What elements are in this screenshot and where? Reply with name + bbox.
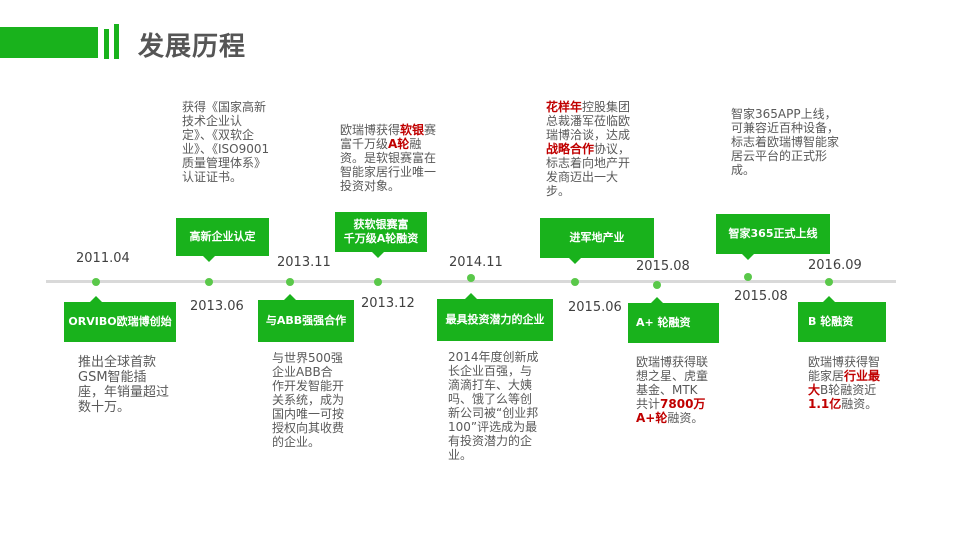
event-description: 智家365APP上线，可兼容近百种设备，标志着欧瑞博智能家居云平台的正式形成。 xyxy=(731,107,840,177)
event-tag: ORVIBO欧瑞博创始 xyxy=(64,302,176,342)
timeline-dot xyxy=(653,281,661,289)
event-description: 欧瑞博获得智能家居行业最大B轮融资近1.1亿融资。 xyxy=(808,355,881,411)
event-date: 2011.04 xyxy=(76,251,130,266)
event-tag: A+ 轮融资 xyxy=(628,303,719,343)
tag-pointer xyxy=(742,254,754,260)
timeline-dot xyxy=(571,278,579,286)
event-date: 2013.11 xyxy=(277,255,331,270)
event-description: 2014年度创新成长企业百强，与滴滴打车、大姨吗、饿了么等创新公司被“创业邦10… xyxy=(448,350,539,462)
event-tag: 高新企业认定 xyxy=(176,218,269,256)
event-tag: 获软银赛富千万级A轮融资 xyxy=(335,212,427,252)
timeline-dot xyxy=(744,273,752,281)
tag-pointer xyxy=(203,256,215,262)
header-accent-bar xyxy=(0,27,98,58)
header-accent-stripe xyxy=(104,29,109,59)
event-description: 与世界500强企业ABB合作开发智能开关系统，成为国内唯一可按授权向其收费的企业… xyxy=(272,351,345,449)
event-date: 2013.12 xyxy=(361,296,415,311)
timeline-dot xyxy=(92,278,100,286)
timeline-dot xyxy=(467,274,475,282)
timeline-dot xyxy=(205,278,213,286)
event-date: 2015.08 xyxy=(636,259,690,274)
tag-pointer xyxy=(284,294,296,300)
tag-pointer xyxy=(465,293,477,299)
event-description: 欧瑞博获得软银赛富千万级A轮融资。是软银赛富在智能家居行业唯一投资对象。 xyxy=(340,123,437,193)
event-description: 推出全球首款GSM智能插座，年销量超过数十万。 xyxy=(78,355,170,415)
event-tag: 最具投资潜力的企业 xyxy=(437,299,553,341)
header-accent-stripe xyxy=(114,24,119,59)
event-description: 花样年控股集团总裁潘军莅临欧瑞博洽谈，达成战略合作协议，标志着向地产开发商迈出一… xyxy=(546,100,631,198)
event-date: 2015.06 xyxy=(568,300,622,315)
event-tag: 智家365正式上线 xyxy=(716,214,830,254)
event-description: 获得《国家高新技术企业认定》、《双软企业》、《ISO9001质量管理体系》认证证… xyxy=(182,100,270,184)
event-tag: 进军地产业 xyxy=(540,218,654,258)
event-description: 欧瑞博获得联想之星、虎童基金、MTK共计7800万A+轮融资。 xyxy=(636,355,709,425)
event-date: 2013.06 xyxy=(190,299,244,314)
event-date: 2014.11 xyxy=(449,255,503,270)
tag-pointer xyxy=(569,258,581,264)
tag-pointer xyxy=(651,297,663,303)
event-tag: B 轮融资 xyxy=(798,302,886,342)
tag-pointer xyxy=(372,252,384,258)
event-tag: 与ABB强强合作 xyxy=(258,300,354,342)
event-date: 2015.08 xyxy=(734,289,788,304)
timeline-dot xyxy=(825,278,833,286)
tag-pointer xyxy=(90,296,102,302)
tag-pointer xyxy=(823,296,835,302)
timeline-dot xyxy=(374,278,382,286)
event-date: 2016.09 xyxy=(808,258,862,273)
timeline-dot xyxy=(286,278,294,286)
page-title: 发展历程 xyxy=(138,32,247,62)
